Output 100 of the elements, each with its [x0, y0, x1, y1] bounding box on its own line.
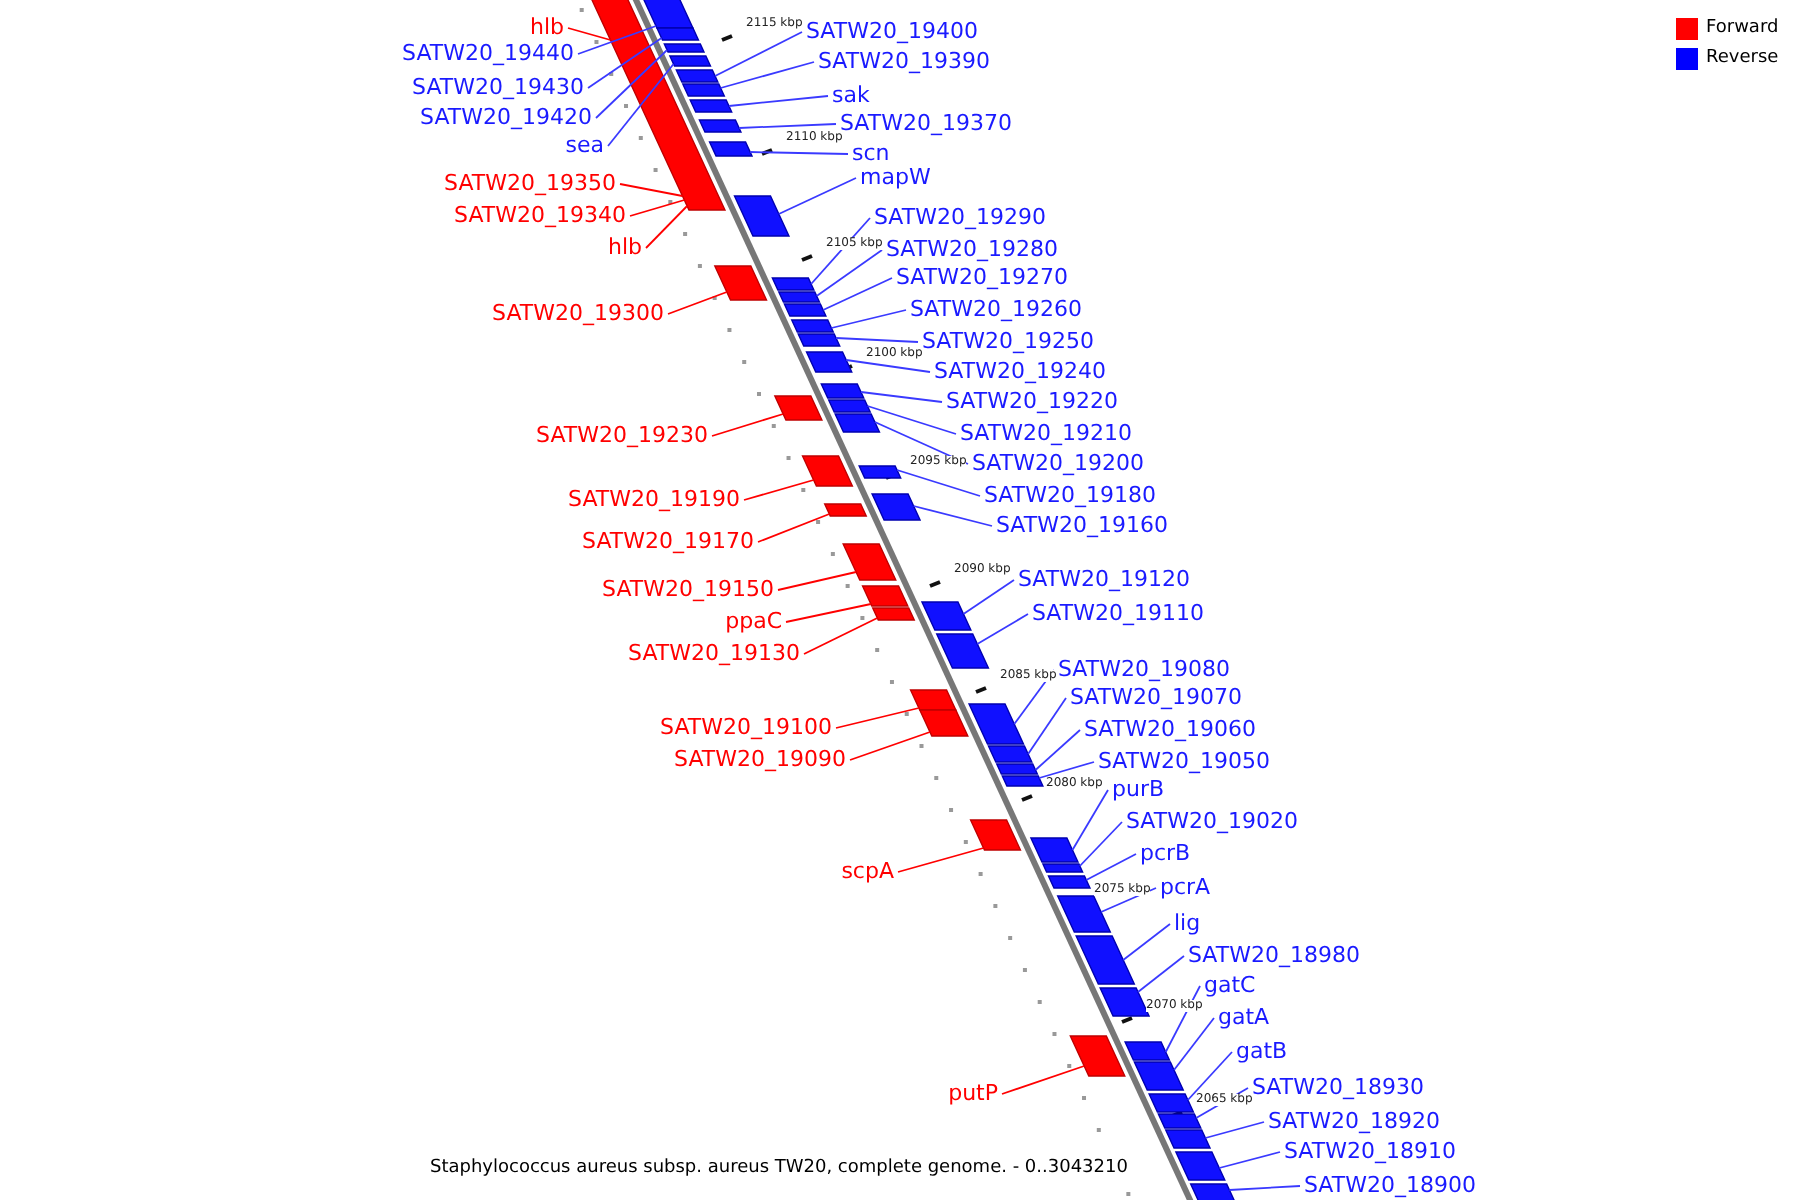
- gene-block: [1164, 1129, 1212, 1149]
- leader-line: [785, 603, 872, 623]
- gene-label: purB: [1112, 774, 1165, 806]
- gene-block: [1069, 1035, 1126, 1077]
- gene-label: SATW20_19230: [536, 420, 708, 452]
- gene-block: [801, 455, 854, 487]
- leader-line: [629, 199, 686, 217]
- leader-line: [749, 151, 849, 155]
- leader-line: [1038, 761, 1095, 779]
- leader-line: [897, 847, 985, 873]
- legend-text: Forward: [1706, 16, 1779, 40]
- gene-label: sak: [832, 80, 870, 112]
- gene-block: [733, 195, 791, 237]
- leader-line: [711, 413, 785, 437]
- leader-line: [1001, 1065, 1086, 1095]
- gene-label: SATW20_19130: [628, 638, 800, 670]
- leader-line: [777, 571, 857, 591]
- gene-label: scpA: [841, 856, 894, 888]
- gene-block: [871, 493, 922, 521]
- gene-label: SATW20_18930: [1252, 1072, 1424, 1104]
- gene-block: [1148, 1093, 1195, 1113]
- gene-block: [1099, 987, 1151, 1017]
- gene-label: lig: [1174, 908, 1201, 940]
- leader-line: [1027, 697, 1067, 755]
- leader-line: [845, 359, 931, 373]
- gene-block: [909, 689, 957, 711]
- leader-line: [866, 405, 957, 435]
- gene-label: SATW20_19220: [946, 386, 1118, 418]
- gene-block: [969, 819, 1022, 851]
- leader-line: [976, 613, 1029, 645]
- gene-label: SATW20_19440: [402, 38, 574, 70]
- gene-block: [783, 303, 827, 317]
- gene-block: [1056, 895, 1112, 933]
- gene-label: SATW20_19110: [1032, 598, 1204, 630]
- gene-block: [663, 43, 706, 53]
- gene-block: [698, 119, 743, 133]
- gene-label: SATW20_19250: [922, 326, 1094, 358]
- leader-line: [912, 505, 993, 527]
- gene-block: [827, 399, 872, 413]
- gene-label: SATW20_19210: [960, 418, 1132, 450]
- leader-line: [777, 177, 857, 215]
- caption: Staphylococcus aureus subsp. aureus TW20, complete genome. - 0..3043210: [428, 1156, 1130, 1182]
- gene-label: SATW20_19420: [420, 102, 592, 134]
- gene-label: gatB: [1236, 1036, 1288, 1068]
- legend-text: Reverse: [1706, 46, 1779, 70]
- leader-line: [815, 249, 883, 297]
- leader-line: [738, 123, 837, 129]
- gene-label: pcrA: [1160, 872, 1211, 904]
- leader-line: [1137, 955, 1185, 993]
- leader-line: [803, 617, 879, 655]
- gene-label: SATW20_19300: [492, 298, 664, 330]
- gene-label: SATW20_18900: [1304, 1170, 1476, 1200]
- gene-label: gatC: [1204, 970, 1256, 1002]
- leader-line: [577, 25, 657, 55]
- gene-block: [918, 709, 969, 737]
- leader-line: [860, 391, 943, 403]
- leader-line: [1122, 923, 1171, 961]
- gene-label: SATW20_19060: [1084, 714, 1256, 746]
- gene-label: SATW20_19100: [660, 712, 832, 744]
- leader-line: [822, 277, 893, 311]
- leader-line: [645, 205, 688, 249]
- leader-line: [835, 707, 920, 729]
- gene-block: [771, 277, 815, 291]
- gene-block: [1001, 775, 1044, 787]
- leader-line: [728, 95, 829, 107]
- gene-label: SATW20_19240: [934, 356, 1106, 388]
- gene-block: [823, 503, 868, 517]
- gene-label: SATW20_19370: [840, 108, 1012, 140]
- gene-block: [689, 99, 733, 113]
- leader-line: [743, 479, 815, 501]
- gene-block: [935, 633, 990, 669]
- leader-line: [1085, 853, 1137, 881]
- gene-label: SATW20_19340: [454, 200, 626, 232]
- gene-label: SATW20_19180: [984, 480, 1156, 512]
- gene-label: SATW20_19350: [444, 168, 616, 200]
- gene-block: [675, 69, 719, 83]
- leader-line: [1218, 1151, 1281, 1169]
- gene-block: [790, 319, 835, 333]
- gene-label: SATW20_19090: [674, 744, 846, 776]
- leader-line: [1078, 821, 1123, 867]
- gene-label: hlb: [529, 12, 564, 44]
- gene-label: pcrB: [1140, 838, 1191, 870]
- leader-line: [567, 27, 612, 41]
- gene-label: ppaC: [725, 606, 782, 638]
- gene-block: [708, 141, 754, 157]
- leader-line: [835, 337, 919, 343]
- gene-block: [1124, 1041, 1171, 1061]
- gene-block: [1157, 1113, 1202, 1129]
- leader-line: [1071, 789, 1109, 851]
- gene-label: SATW20_18980: [1188, 940, 1360, 972]
- gene-block: [805, 351, 853, 373]
- gene-label: SATW20_19070: [1070, 682, 1242, 714]
- leader-line: [1173, 1017, 1215, 1071]
- gene-block: [995, 763, 1039, 775]
- gene-block: [797, 333, 841, 347]
- leader-line: [595, 49, 668, 119]
- leader-line: [714, 31, 803, 77]
- gene-label: SATW20_19120: [1018, 564, 1190, 596]
- gene-label: SATW20_19020: [1126, 806, 1298, 838]
- gene-label: SATW20_19150: [602, 574, 774, 606]
